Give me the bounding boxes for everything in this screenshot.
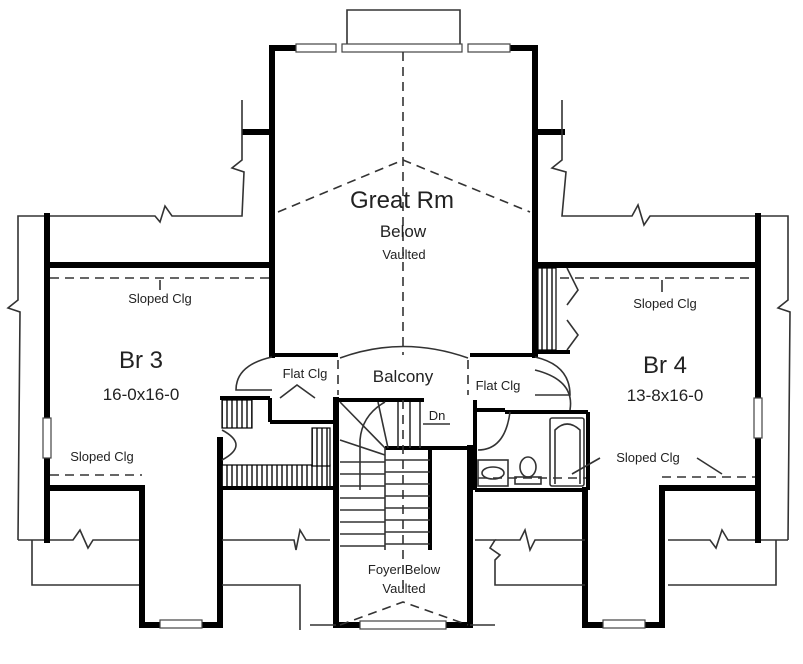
chimney	[346, 9, 461, 45]
great-room-line2: Below	[380, 222, 427, 241]
stairs-down-label: Dn	[429, 408, 446, 423]
flat-ceiling-left: Flat Clg	[283, 366, 328, 381]
bedroom4-ceiling-top: Sloped Clg	[633, 296, 697, 311]
bedroom4-name: Br 4	[643, 352, 687, 379]
great-room-walls	[242, 43, 565, 358]
bedroom4-size: 13-8x16-0	[627, 386, 704, 405]
great-room-name: Great Rm	[350, 187, 454, 214]
foyer	[222, 527, 585, 630]
bedroom3-ceiling-top: Sloped Clg	[128, 291, 192, 306]
balcony	[235, 345, 571, 396]
staircase[interactable]	[333, 397, 473, 628]
bedroom3-label: Sloped Clg Br 3 16-0x16-0 Sloped Clg	[70, 280, 192, 464]
flat-ceiling-right: Flat Clg	[476, 378, 521, 393]
bedroom3-walls	[42, 213, 275, 629]
bedroom3-ceiling-bottom: Sloped Clg	[70, 449, 134, 464]
foyer-label: Foyer Below	[368, 562, 441, 577]
great-room-line3: Vaulted	[382, 247, 425, 262]
bedroom3-size: 16-0x16-0	[103, 385, 180, 404]
closets	[220, 267, 579, 490]
foyer-line2: Vaulted	[382, 581, 425, 596]
right-roof-lines	[550, 100, 791, 586]
left-roof-lines	[6, 100, 245, 586]
bedroom4-walls	[532, 213, 763, 629]
bedroom3-name: Br 3	[119, 347, 163, 374]
bathroom	[473, 369, 590, 492]
bedroom4-label: Sloped Clg Br 4 13-8x16-0 Sloped Clg	[571, 280, 723, 475]
great-room-label: Great Rm Below Vaulted	[350, 187, 454, 262]
balcony-label: Balcony	[373, 367, 434, 386]
bedroom4-ceiling-bottom: Sloped Clg	[616, 450, 680, 465]
